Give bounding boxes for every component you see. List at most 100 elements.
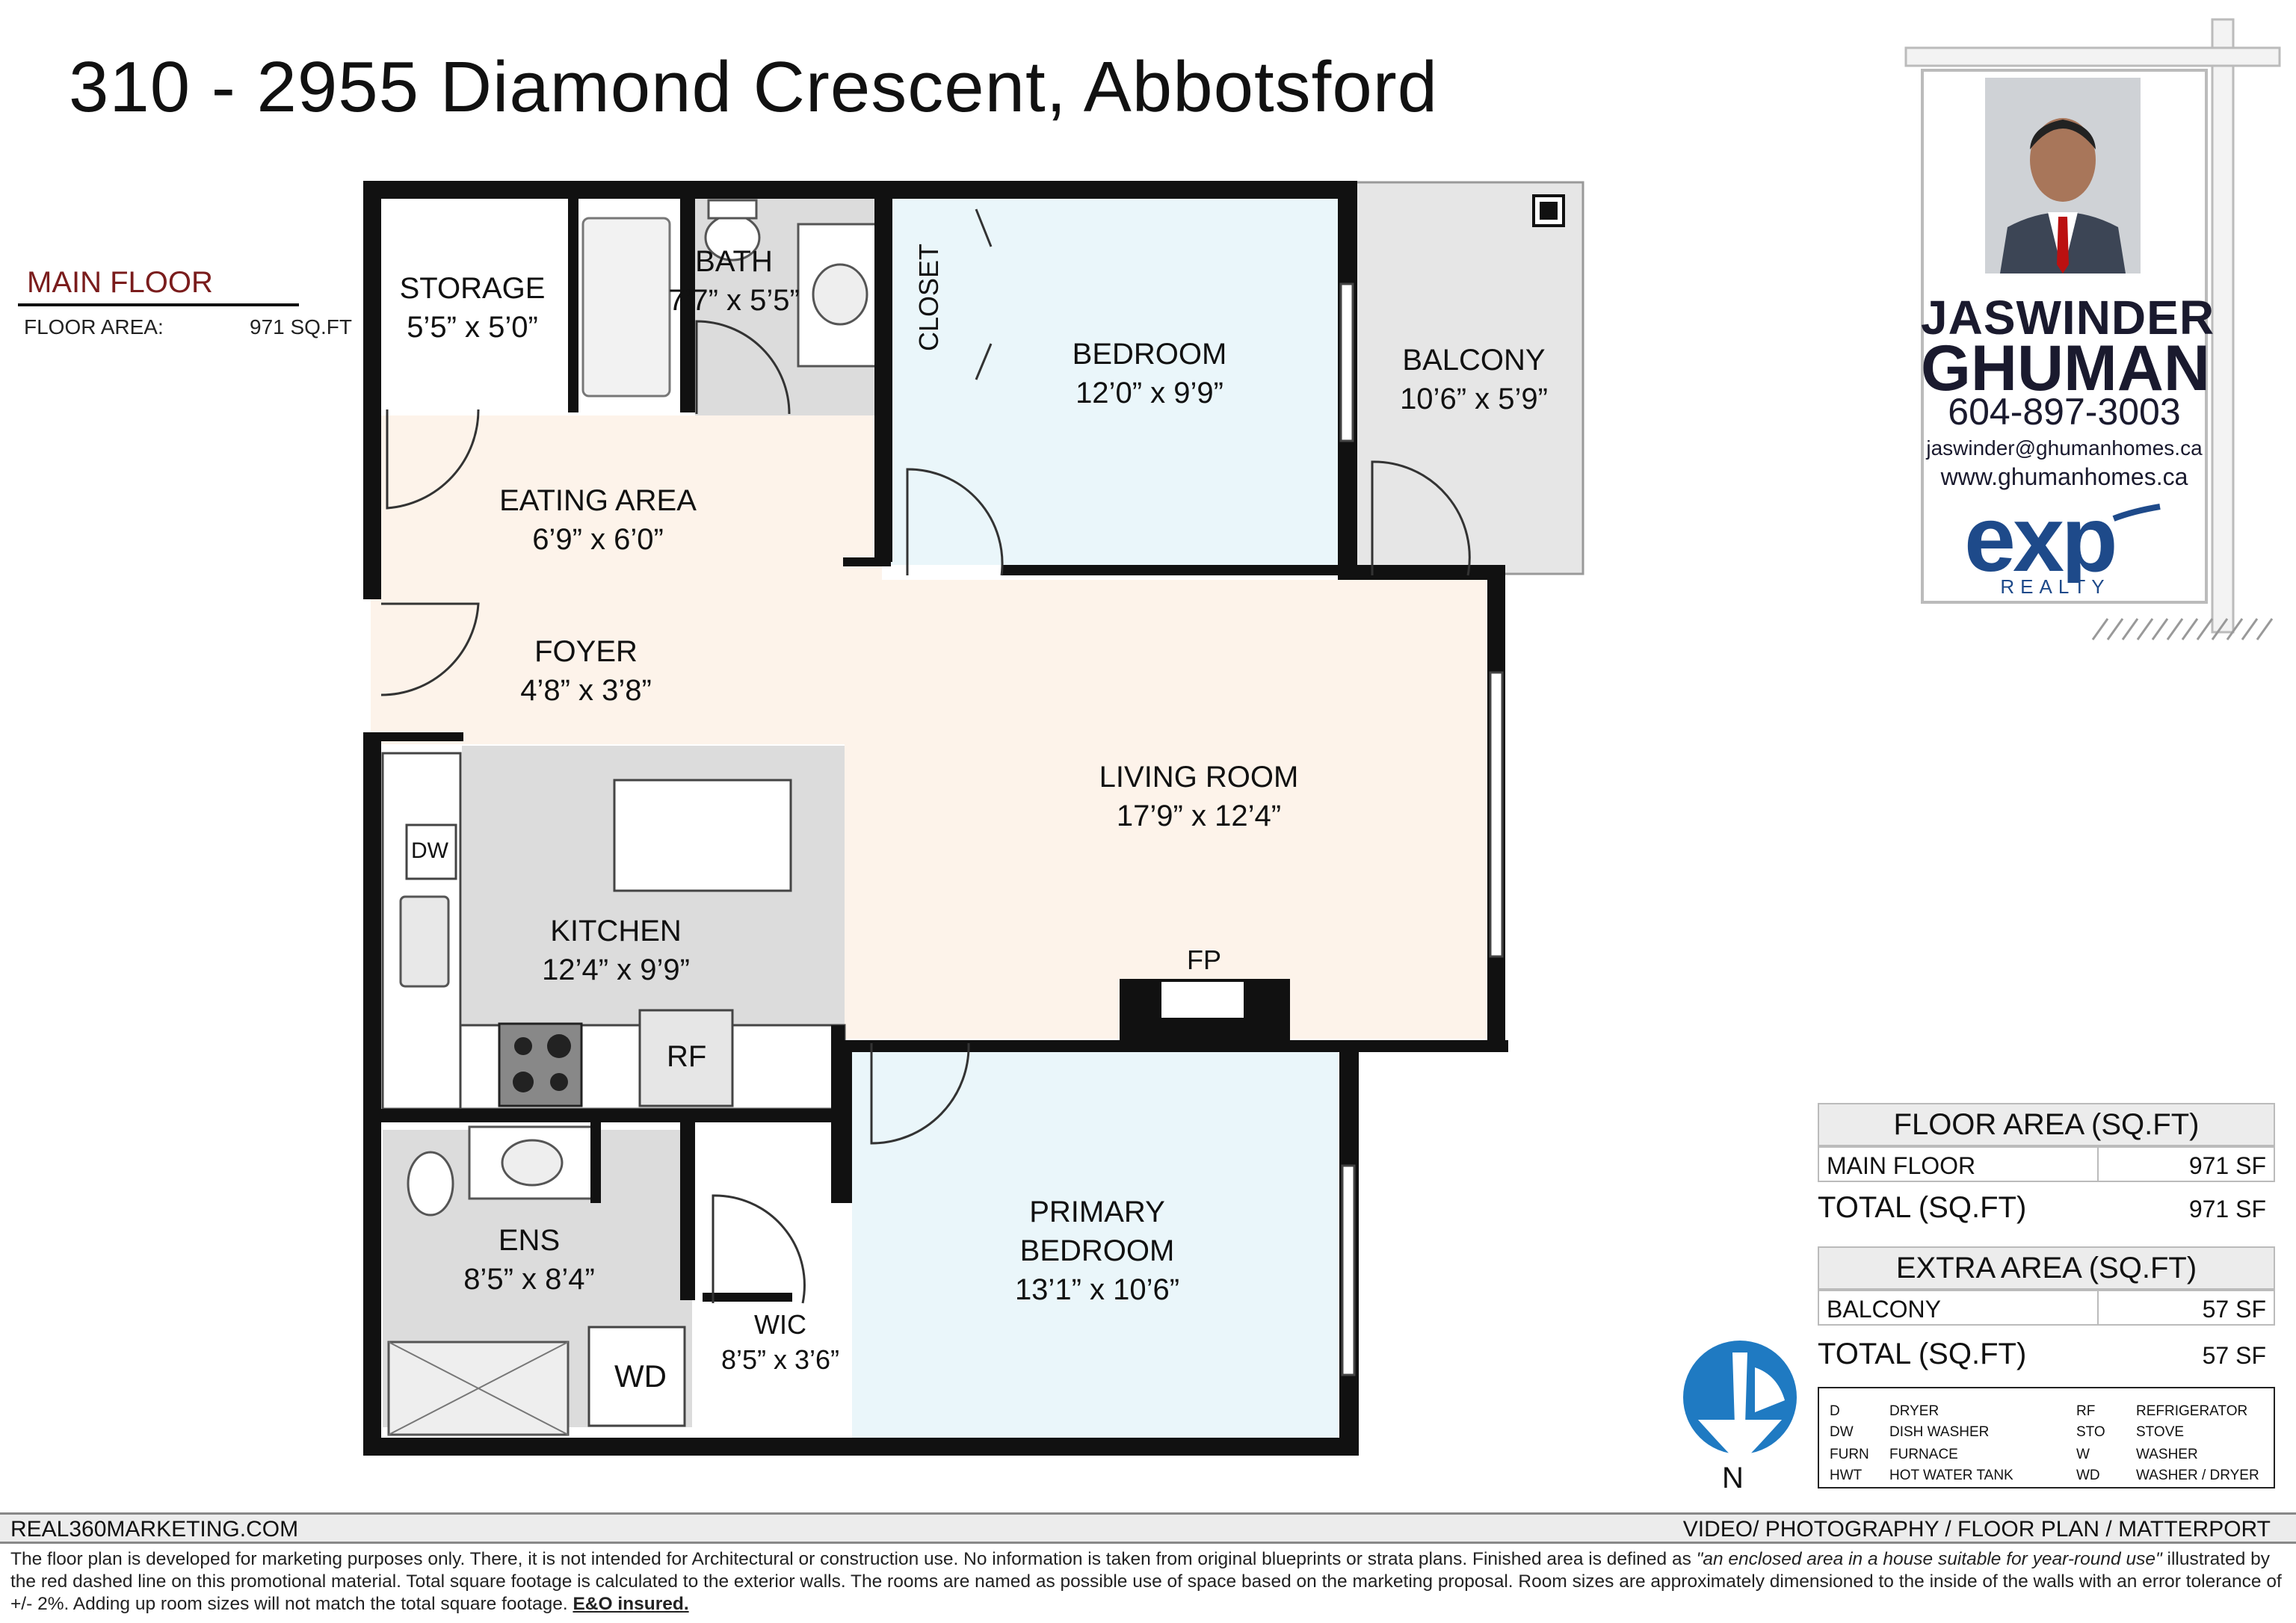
foyer-floor	[371, 587, 864, 744]
agent-first-name: JASWINDER	[1921, 291, 2215, 344]
legend-text: WASHER	[2136, 1447, 2198, 1462]
legend-text: HOT WATER TANK	[1889, 1468, 2013, 1483]
fireplace-label: FP	[1187, 945, 1222, 975]
compass-north-label: N	[1722, 1462, 1744, 1494]
compass-icon	[1683, 1341, 1797, 1465]
room-balcony: BALCONY 10’6” x 5’9”	[1400, 341, 1548, 418]
disclaimer: The floor plan is developed for marketin…	[10, 1548, 2283, 1616]
main-floor-cell: MAIN FLOOR	[1827, 1152, 1976, 1179]
floor-area-header: FLOOR AREA (SQ.FT)	[1818, 1103, 2275, 1146]
room-name: FOYER	[534, 635, 638, 668]
disclaimer-text: illustrated by the red dashed line on th…	[10, 1549, 2282, 1614]
room-dims: 4’8” x 3’8”	[520, 674, 652, 707]
svg-text:exp: exp	[1964, 502, 2115, 583]
room-dims: 12’0” x 9’9”	[1076, 377, 1223, 409]
table-row: MAIN FLOOR 971 SF	[1818, 1146, 2275, 1182]
total-label: TOTAL (SQ.FT)	[1818, 1191, 2027, 1224]
balcony-cell: BALCONY	[1827, 1296, 1941, 1323]
room-name: BEDROOM	[1072, 338, 1227, 371]
dishwasher-label: DW	[411, 838, 448, 863]
room-dims: 5’5” x 5’0”	[407, 311, 538, 344]
extra-total-value: 57 SF	[2202, 1342, 2266, 1369]
kitchen-island	[613, 779, 792, 892]
bedroom-floor	[889, 196, 1338, 565]
legend-code: WD	[2076, 1468, 2100, 1483]
main-floor-value: 971 SF	[2188, 1152, 2266, 1179]
room-primary-bedroom: PRIMARY BEDROOM 13’1” x 10’6”	[1015, 1193, 1179, 1309]
eating-floor	[381, 415, 882, 587]
room-name: WIC	[754, 1309, 806, 1340]
room-bedroom: BEDROOM 12’0” x 9’9”	[1073, 335, 1227, 412]
room-name: LIVING ROOM	[1099, 761, 1299, 794]
legend-text: DISH WASHER	[1889, 1424, 1990, 1440]
room-living: LIVING ROOM 17’9” x 12’4”	[1099, 758, 1299, 835]
disclaimer-text: The floor plan is developed for marketin…	[10, 1549, 1697, 1569]
disclaimer-eo: E&O insured.	[573, 1594, 689, 1614]
abbreviation-legend: D DRYER DW DISH WASHER FURN FURNACE HWT …	[1818, 1387, 2275, 1488]
room-name: STORAGE	[399, 272, 546, 305]
room-foyer: FOYER 4’8” x 3’8”	[520, 632, 652, 710]
page-title: 310 - 2955 Diamond Crescent, Abbotsford	[69, 47, 1439, 127]
washer-dryer	[587, 1326, 686, 1427]
room-name: BEDROOM	[1019, 1234, 1175, 1267]
legend-code: DW	[1830, 1424, 1854, 1440]
room-kitchen: KITCHEN 12’4” x 9’9”	[542, 912, 690, 989]
living-floor	[845, 580, 1487, 1039]
refrigerator-label: RF	[667, 1040, 707, 1073]
floor-area-label: FLOOR AREA:	[24, 315, 164, 338]
room-name: BATH	[695, 245, 773, 278]
sign-post	[1904, 18, 2281, 640]
legend-code: FURN	[1830, 1447, 1869, 1462]
legend-text: FURNACE	[1889, 1447, 1958, 1462]
agent-phone: 604-897-3003	[1948, 391, 2181, 433]
room-bath: BATH 7’7” x 5’5”	[668, 242, 800, 320]
room-name: PRIMARY	[1029, 1196, 1165, 1228]
room-dims: 10’6” x 5’9”	[1400, 383, 1548, 415]
footer-bar	[0, 1512, 2296, 1544]
sink	[399, 895, 450, 988]
room-storage: STORAGE 5’5” x 5’0”	[400, 269, 546, 347]
primary-floor	[852, 1052, 1338, 1439]
room-wic: WIC 8’5” x 3’6”	[721, 1308, 839, 1378]
agent-last-name: GHUMAN	[1921, 333, 2210, 404]
legend-code: STO	[2076, 1424, 2105, 1440]
legend-code: HWT	[1830, 1468, 1863, 1483]
main-floor-label: MAIN FLOOR	[27, 266, 213, 299]
room-dims: 17’9” x 12’4”	[1116, 800, 1282, 832]
refrigerator	[638, 1009, 734, 1107]
dishwasher	[405, 823, 457, 880]
room-dims: 7’7” x 5’5”	[668, 284, 800, 317]
washer-dryer-label: WD	[614, 1358, 667, 1394]
room-ens: ENS 8’5” x 8’4”	[463, 1221, 595, 1299]
legend-code: W	[2076, 1447, 2090, 1462]
footer-services: VIDEO/ PHOTOGRAPHY / FLOOR PLAN / MATTER…	[1682, 1517, 2271, 1542]
room-closet: CLOSET	[913, 243, 944, 351]
divider	[18, 303, 299, 306]
brand-subtitle: REALTY	[2000, 575, 2111, 598]
legend-code: D	[1830, 1403, 1840, 1419]
agent-photo	[1985, 78, 2141, 273]
disclaimer-quote: "an enclosed area in a house suitable fo…	[1696, 1549, 2162, 1569]
extra-total-label: TOTAL (SQ.FT)	[1818, 1338, 2027, 1370]
legend-text: DRYER	[1889, 1403, 1939, 1419]
room-name: EATING AREA	[499, 484, 697, 517]
legend-text: STOVE	[2136, 1424, 2185, 1440]
legend-text: WASHER / DRYER	[2136, 1468, 2259, 1483]
room-name: BALCONY	[1402, 344, 1546, 377]
room-dims: 13’1” x 10’6”	[1014, 1273, 1180, 1306]
extra-area-header: EXTRA AREA (SQ.FT)	[1818, 1246, 2275, 1290]
exp-logo: exp	[1964, 502, 2161, 583]
stove	[498, 1022, 583, 1107]
storage-floor	[381, 196, 571, 404]
room-name: KITCHEN	[550, 915, 682, 947]
agent-website: www.ghumanhomes.ca	[1940, 463, 2188, 490]
room-dims: 6’9” x 6’0”	[532, 523, 664, 556]
total-value: 971 SF	[2188, 1196, 2266, 1222]
room-name: ENS	[498, 1224, 561, 1257]
floor-area-value: 971 SQ.FT	[250, 315, 352, 338]
room-dims: 8’5” x 3’6”	[720, 1344, 840, 1375]
legend-text: REFRIGERATOR	[2136, 1403, 2248, 1419]
room-dims: 12’4” x 9’9”	[542, 953, 690, 986]
agent-email: jaswinder@ghumanhomes.ca	[1926, 436, 2203, 460]
